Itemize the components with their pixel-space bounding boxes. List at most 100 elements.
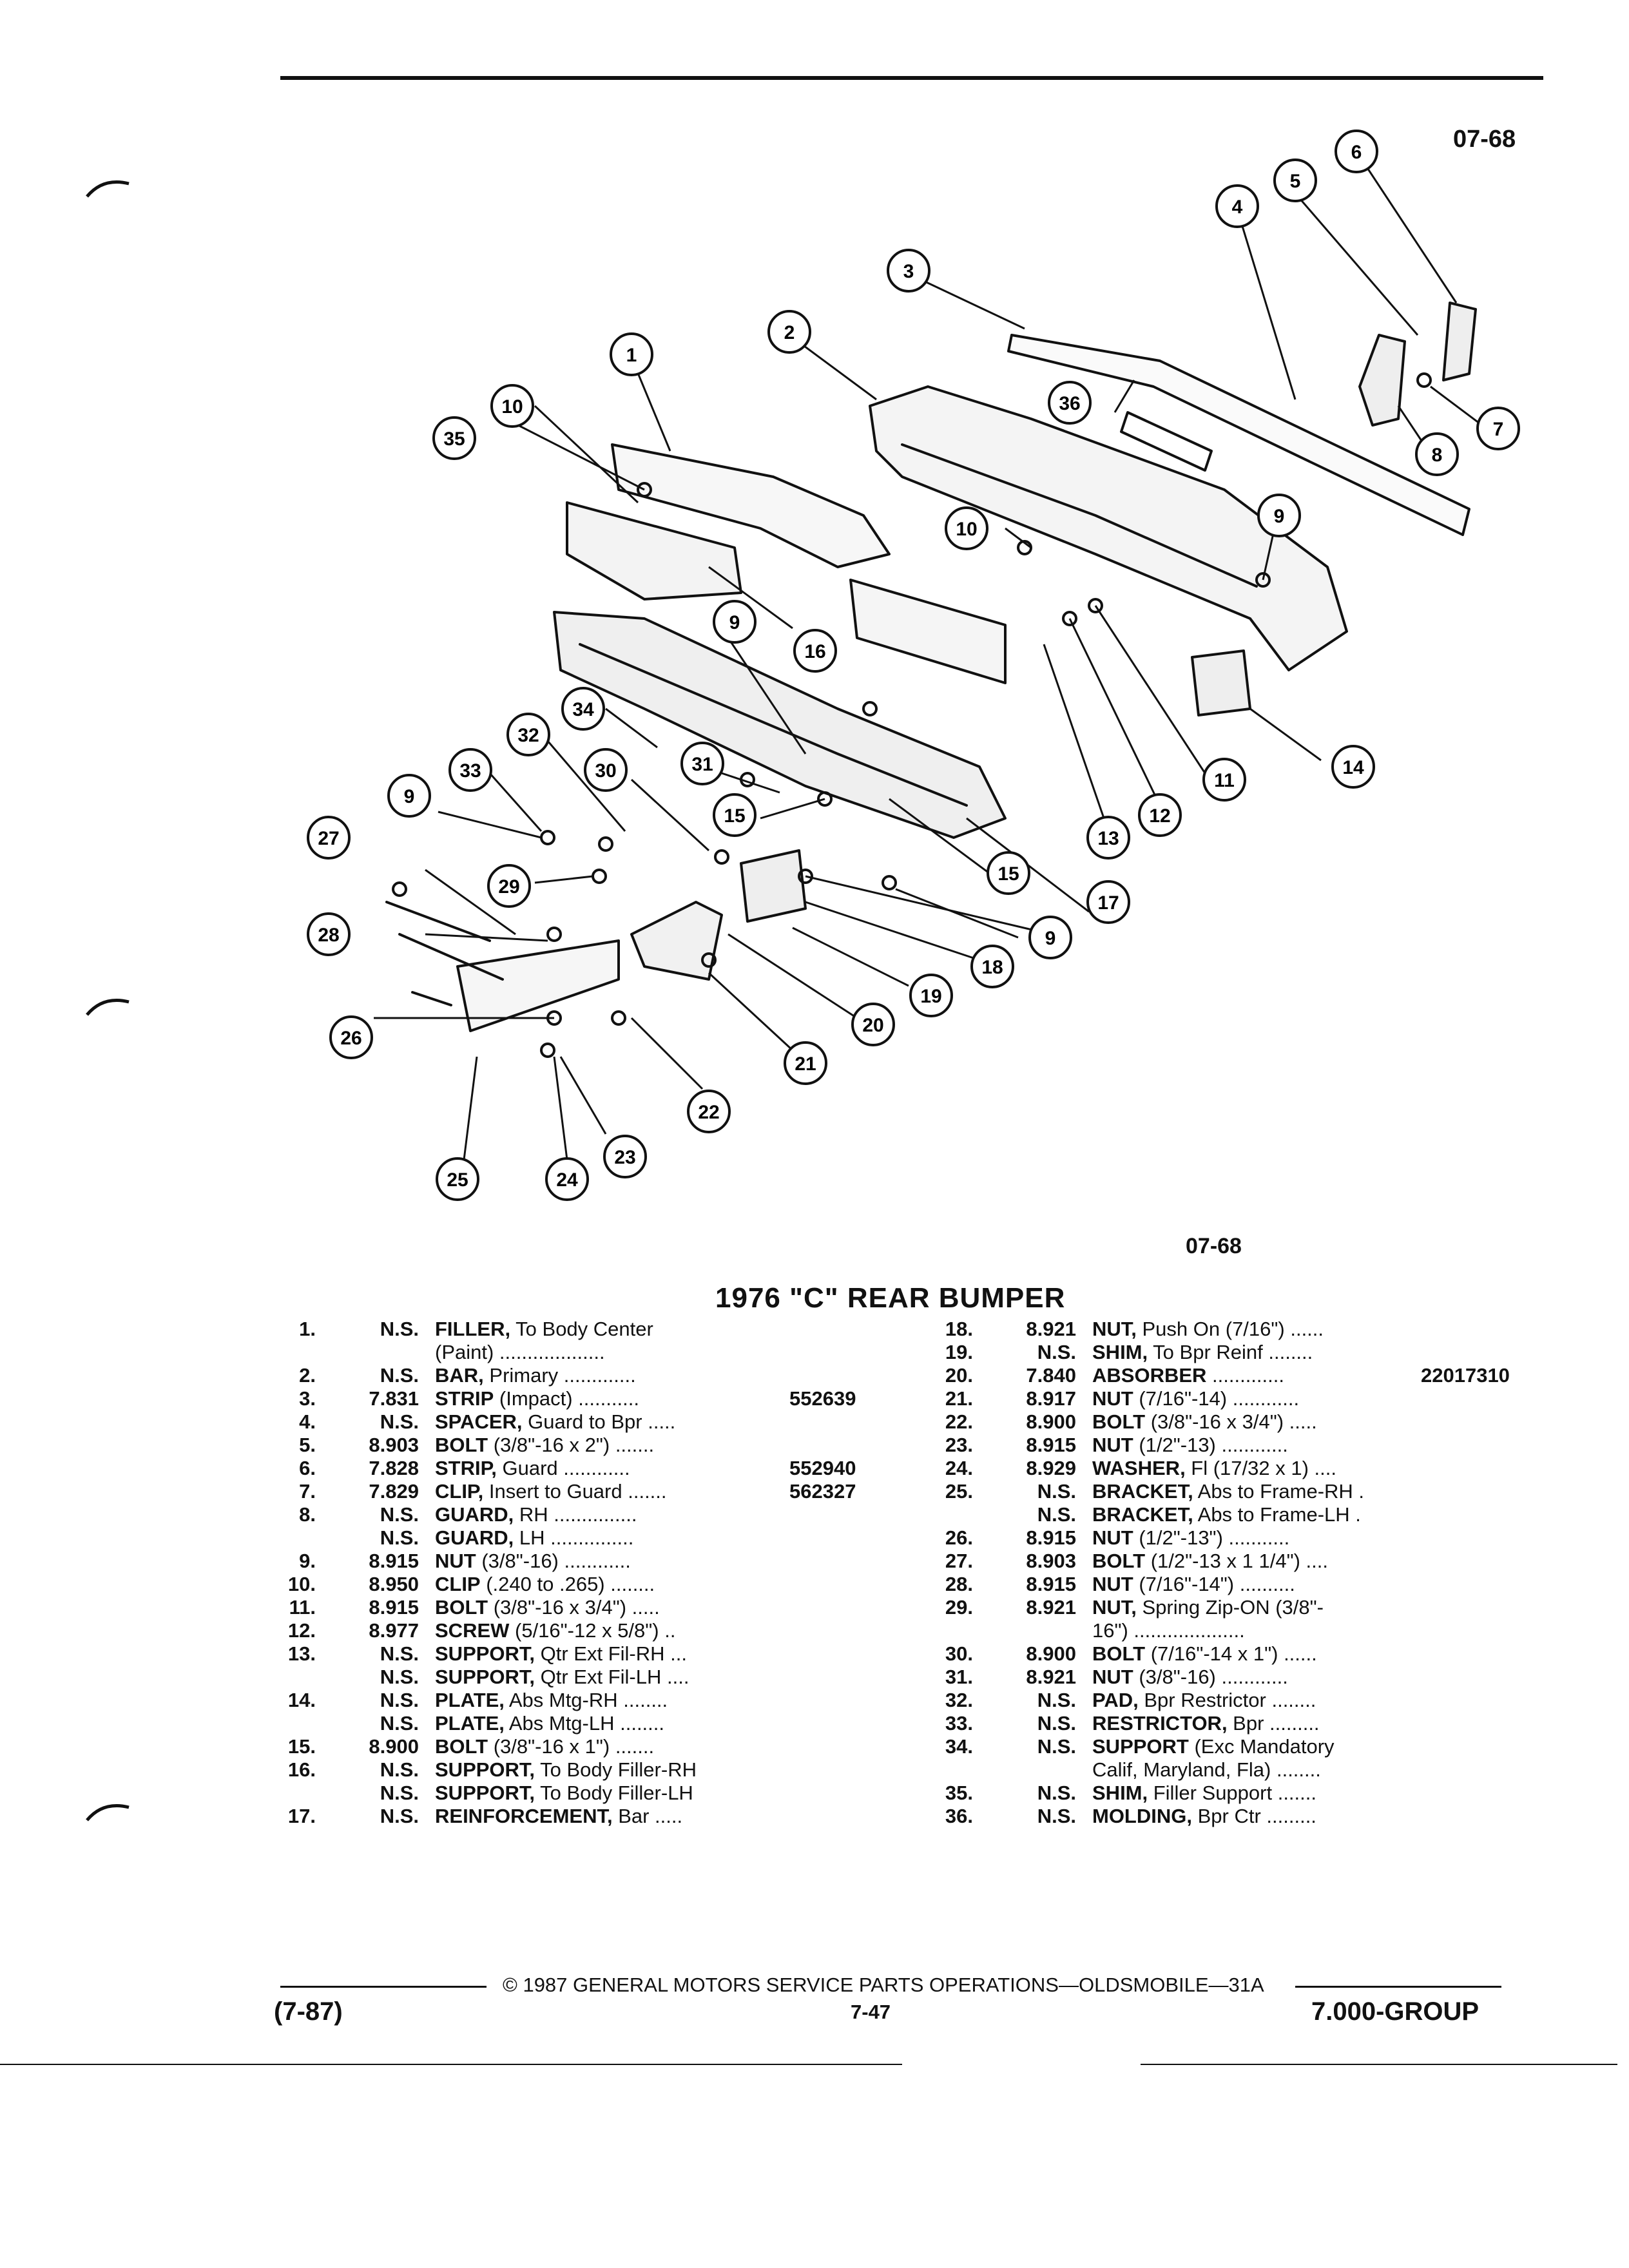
part-description: NUT (1/2"-13") ........... [1092,1526,1289,1550]
svg-text:13: 13 [1097,828,1119,849]
part-description: BRACKET, Abs to Frame-LH . [1092,1503,1361,1526]
parts-row: N.S. SUPPORT, Qtr Ext Fil-LH .... [258,1666,902,1689]
footer-rule-right [1295,1986,1501,1988]
part-no: 20. [945,1364,973,1387]
svg-text:15: 15 [998,863,1019,885]
part-no: 17. [287,1805,316,1827]
part-no: 28. [945,1573,973,1595]
part-description: (Paint) ................... [435,1341,605,1364]
svg-text:10: 10 [501,396,523,418]
svg-text:19: 19 [920,986,941,1007]
svg-text:22: 22 [698,1102,719,1123]
part-desc: Abs Mtg-LH ........ [504,1712,665,1735]
part-cat: 8.915 [1026,1434,1076,1456]
part-description: CLIP (.240 to .265) ........ [435,1573,655,1596]
part-name: NUT [435,1550,476,1572]
part-no: 12. [287,1619,316,1642]
part-no: 18. [945,1318,973,1340]
part-description: BOLT (3/8"-16 x 1") ....... [435,1735,654,1758]
part-desc: Bpr Ctr ......... [1192,1805,1316,1827]
svg-text:5: 5 [1290,171,1301,192]
part-desc: 16") .................... [1092,1619,1245,1642]
footer-rule-left [280,1986,487,1988]
binder-mark [86,180,130,198]
callout-22: 22 [687,1090,731,1133]
part-desc: Qtr Ext Fil-LH .... [535,1666,689,1688]
parts-row: 25.N.S.BRACKET, Abs to Frame-RH . [915,1480,1559,1503]
part-desc: Spring Zip-ON (3/8"- [1136,1596,1324,1619]
part-description: MOLDING, Bpr Ctr ......... [1092,1805,1316,1828]
part-desc: Bpr Restrictor ........ [1138,1689,1316,1711]
parts-row: N.S.BRACKET, Abs to Frame-LH . [915,1503,1559,1526]
part-description: SUPPORT, Qtr Ext Fil-LH .... [435,1666,689,1689]
parts-row: 4.N.S.SPACER, Guard to Bpr ..... [258,1410,902,1434]
callout-2: 2 [767,310,811,354]
part-desc: (1/2"-13") ........... [1133,1526,1290,1549]
callout-29: 29 [487,864,531,908]
svg-text:24: 24 [556,1169,578,1191]
part-cat: 8.900 [369,1735,419,1758]
part-cat: N.S. [1037,1480,1076,1503]
part-cat: 8.921 [1026,1596,1076,1619]
part-cat: 8.903 [369,1434,419,1456]
callout-31: 31 [680,742,724,785]
part-name: RESTRICTOR, [1092,1712,1228,1735]
part-description: REINFORCEMENT, Bar ..... [435,1805,682,1828]
part-cat: N.S. [380,1758,419,1781]
part-no: 30. [945,1642,973,1665]
part-description: STRIP (Impact) ........... [435,1387,639,1410]
part-name: FILLER, [435,1318,511,1340]
svg-text:32: 32 [517,725,539,746]
part-name: GUARD, [435,1526,514,1549]
part-name: REINFORCEMENT, [435,1805,613,1827]
callout-11: 11 [1202,758,1246,802]
part-no: 24. [945,1457,973,1479]
svg-text:16: 16 [804,641,825,662]
part-cat: N.S. [380,1666,419,1688]
part-no: 19. [945,1341,973,1363]
part-name: WASHER, [1092,1457,1186,1479]
callout-28: 28 [307,912,351,956]
callout-12: 12 [1138,793,1182,837]
svg-text:7: 7 [1493,419,1504,440]
part-desc: Qtr Ext Fil-RH ... [535,1642,687,1665]
part-no: 21. [945,1387,973,1410]
part-name: MOLDING, [1092,1805,1192,1827]
svg-text:17: 17 [1097,892,1119,914]
part-name: BAR, [435,1364,484,1387]
part-desc: (3/8"-16 x 2") ....... [488,1434,655,1456]
part-desc: (7/16"-14 x 1") ...... [1145,1642,1317,1665]
figure-code-bottom: 07-68 [1186,1234,1242,1258]
part-cat: N.S. [1037,1805,1076,1827]
part-name: STRIP [435,1387,494,1410]
part-name: PLATE, [435,1712,505,1735]
svg-text:21: 21 [795,1053,816,1075]
support-filler [849,579,1007,684]
part-cat: N.S. [1037,1782,1076,1804]
part-desc: Push On (7/16") ...... [1136,1318,1324,1340]
part-name: SUPPORT, [435,1642,535,1665]
part-name: SUPPORT [1092,1735,1189,1758]
callout-4: 4 [1215,184,1259,228]
part-name: NUT [1092,1434,1133,1456]
part-cat: 7.831 [369,1387,419,1410]
part-no: 32. [945,1689,973,1711]
svg-text:11: 11 [1214,770,1235,791]
callout-16: 16 [793,629,837,673]
part-cat: N.S. [1037,1712,1076,1735]
svg-text:26: 26 [340,1028,361,1049]
part-description: SHIM, Filler Support ....... [1092,1782,1316,1805]
part-desc: Abs to Frame-RH . [1193,1480,1365,1503]
callout-9d: 9 [387,774,431,818]
parts-row: 34.N.S.SUPPORT (Exc Mandatory [915,1735,1559,1758]
svg-text:9: 9 [1274,506,1285,527]
part-description: BOLT (1/2"-13 x 1 1/4") .... [1092,1550,1328,1573]
part-name: BOLT [1092,1410,1146,1433]
part-desc: Guard ............ [496,1457,630,1479]
part-desc: Filler Support ....... [1148,1782,1316,1804]
